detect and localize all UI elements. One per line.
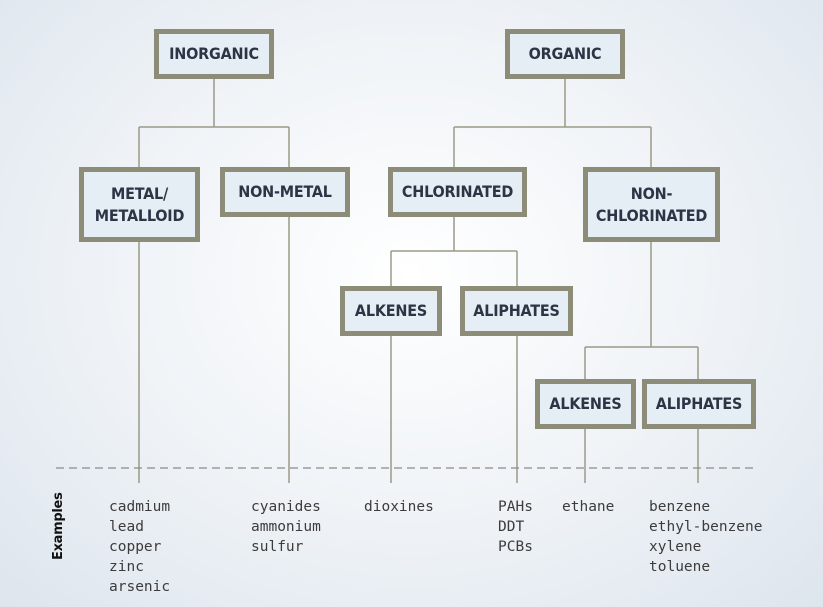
node-chlorinated-aliphates-label: ALIPHATES	[473, 301, 560, 320]
examples-non-chlorinated-aliphates: benzene ethyl-benzene xylene toluene	[649, 499, 763, 575]
node-chlorinated-label: CHLORINATED	[401, 182, 514, 201]
examples-non-metal: cyanides ammonium sulfur	[251, 499, 321, 555]
examples-label: Examples	[51, 492, 66, 560]
node-non-chlorinated: NON- CHLORINATED	[583, 167, 720, 242]
node-non-chlorinated-alkenes: ALKENES	[535, 379, 636, 429]
node-organic: ORGANIC	[505, 29, 625, 79]
node-chlorinated: CHLORINATED	[388, 167, 527, 217]
examples-chlorinated-aliphates: PAHs DDT PCBs	[498, 499, 533, 555]
node-metal-metalloid: METAL/ METALLOID	[79, 167, 200, 242]
node-non-chlorinated-label: NON- CHLORINATED	[595, 183, 708, 225]
node-organic-label: ORGANIC	[528, 44, 602, 63]
node-non-metal-label: NON-METAL	[238, 182, 332, 201]
examples-chlorinated-alkenes: dioxines	[364, 499, 434, 515]
node-chlorinated-alkenes: ALKENES	[340, 286, 442, 336]
node-chlorinated-aliphates: ALIPHATES	[460, 286, 573, 336]
node-chlorinated-alkenes-label: ALKENES	[354, 301, 428, 320]
examples-non-chlorinated-alkenes: ethane	[562, 499, 615, 515]
examples-metal-metalloid: cadmium lead copper zinc arsenic	[109, 499, 171, 595]
node-inorganic: INORGANIC	[154, 29, 274, 79]
node-non-chlorinated-aliphates: ALIPHATES	[642, 379, 756, 429]
node-non-chlorinated-alkenes-label: ALKENES	[549, 394, 622, 413]
node-metal-metalloid-label: METAL/ METALLOID	[94, 183, 185, 225]
node-non-chlorinated-aliphates-label: ALIPHATES	[655, 394, 743, 413]
node-inorganic-label: INORGANIC	[169, 44, 259, 63]
node-non-metal: NON-METAL	[220, 167, 350, 217]
